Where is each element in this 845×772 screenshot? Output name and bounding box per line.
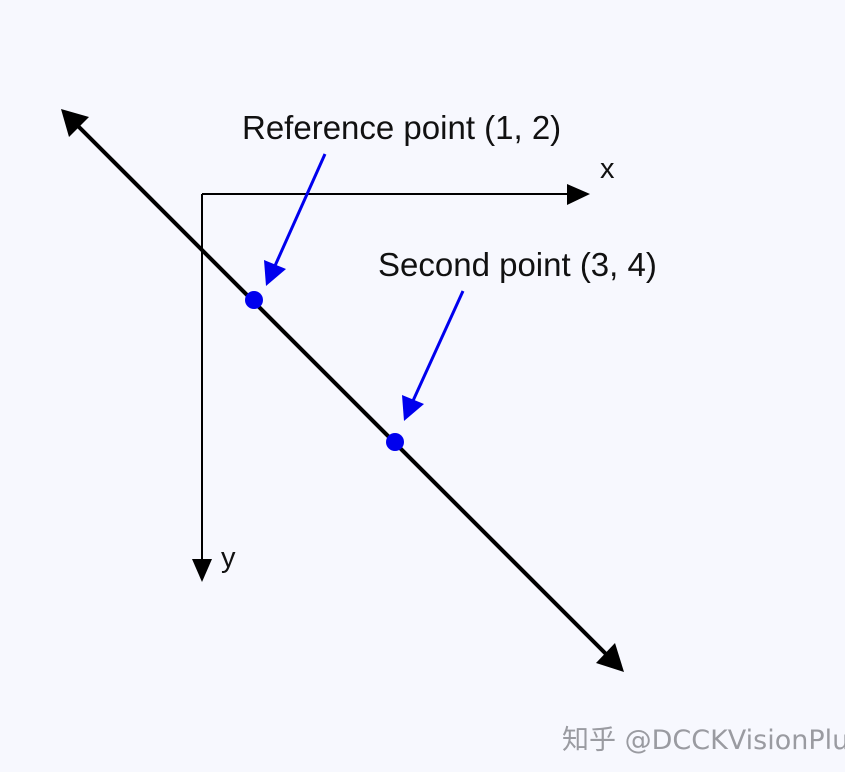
x-axis-label: x: [600, 153, 615, 185]
second-point-pointer-arrow: [410, 290, 465, 404]
diagonal-line-arrowhead-end: [596, 643, 624, 672]
diagonal-line-arrowhead-start: [61, 109, 89, 137]
second-point-pointer-arrowhead: [402, 395, 424, 421]
x-axis-arrowhead: [567, 184, 590, 205]
second-point-marker: [386, 433, 404, 451]
reference-point-pointer-arrowhead: [264, 260, 286, 286]
watermark-text: 知乎 @DCCKVisionPlus: [562, 725, 845, 756]
diagonal-line: [74, 122, 610, 658]
reference-point-pointer-arrow: [272, 153, 327, 269]
reference-point-marker: [245, 291, 263, 309]
y-axis-label: y: [221, 542, 236, 574]
reference-point-label: Reference point (1, 2): [242, 109, 561, 146]
y-axis-arrowhead: [192, 559, 212, 582]
second-point-label: Second point (3, 4): [378, 246, 657, 283]
